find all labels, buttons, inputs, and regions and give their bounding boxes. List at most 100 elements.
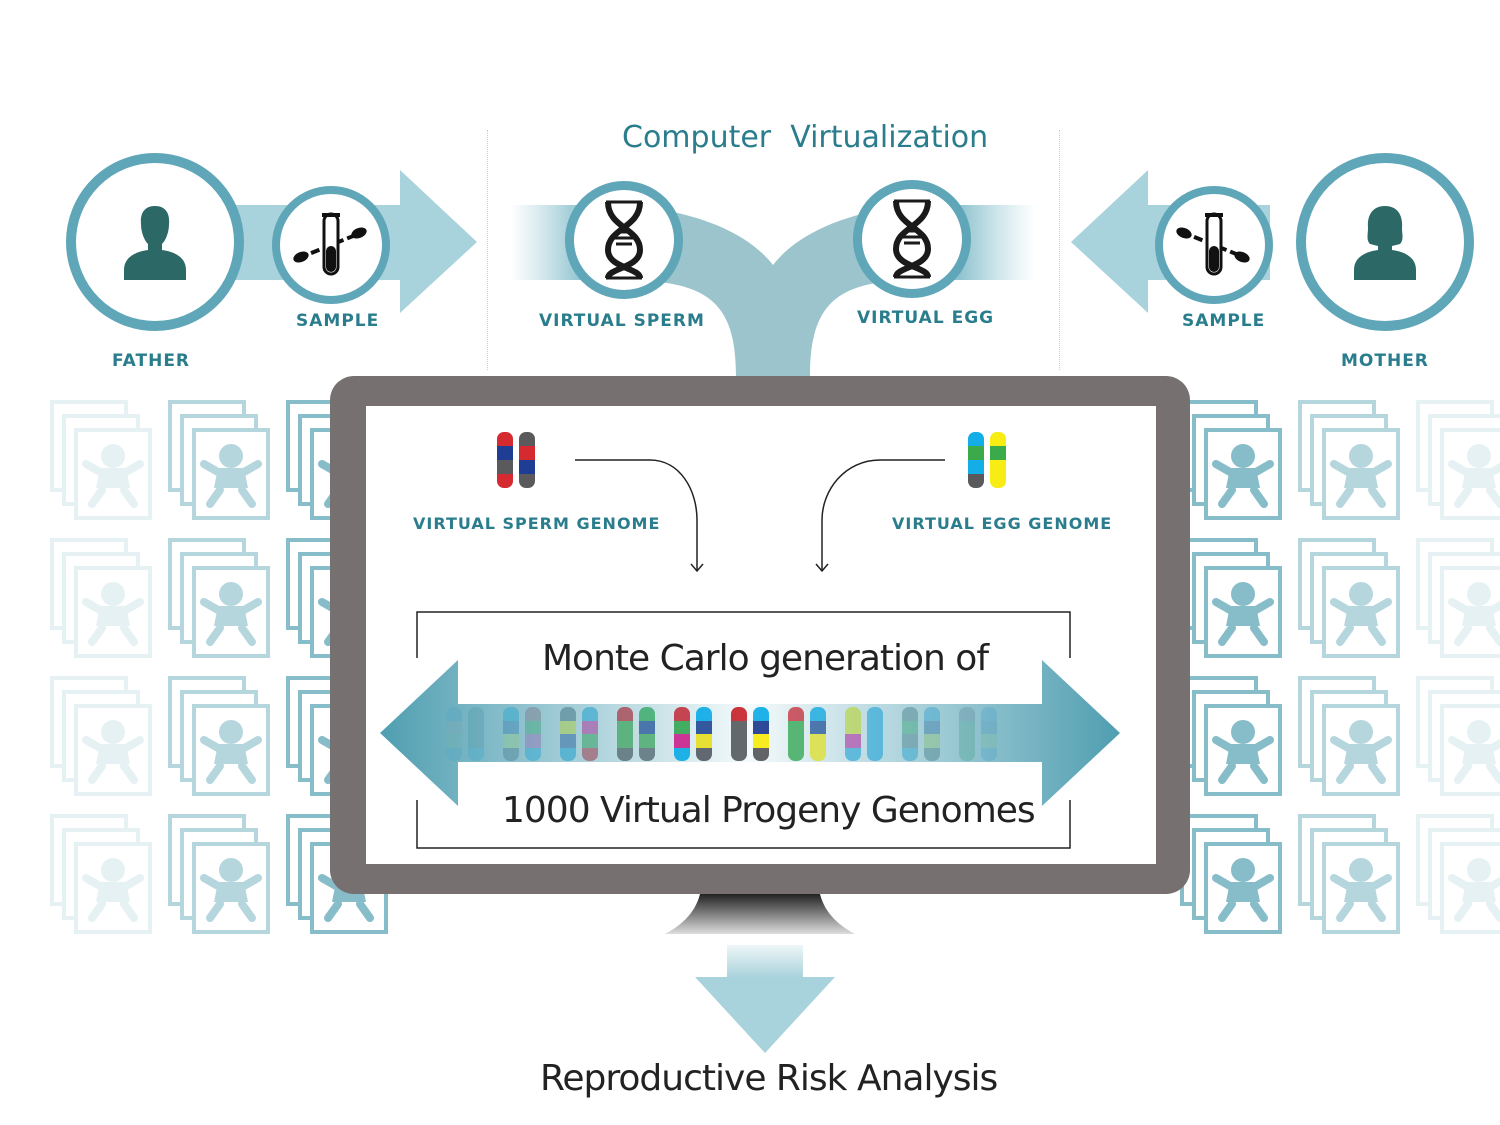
progeny-genome-pair bbox=[446, 707, 484, 761]
progeny-genome-pair bbox=[674, 707, 712, 761]
chromosome-band bbox=[503, 707, 519, 721]
chromosome-band bbox=[519, 474, 535, 488]
document-sheet bbox=[74, 428, 152, 520]
progeny-genome-pair bbox=[560, 707, 598, 761]
baby-icon bbox=[1212, 720, 1274, 784]
document-sheet bbox=[1204, 842, 1282, 934]
male-person-icon bbox=[124, 206, 186, 280]
document-sheet bbox=[74, 842, 152, 934]
chromosome bbox=[731, 707, 747, 761]
chromosome-band bbox=[639, 707, 655, 721]
chromosome bbox=[446, 707, 462, 761]
document-sheet bbox=[62, 690, 140, 782]
chromosome-band bbox=[497, 474, 513, 488]
father-label: FATHER bbox=[112, 351, 191, 371]
chromosome-band bbox=[674, 747, 690, 761]
progeny-genome-pair bbox=[845, 707, 883, 761]
chromosome bbox=[519, 432, 535, 488]
chromosome bbox=[639, 707, 655, 761]
chromosome-band bbox=[468, 747, 484, 761]
progeny-genome-pair bbox=[902, 707, 940, 761]
chromosome-band bbox=[902, 747, 918, 761]
chromosome-band bbox=[696, 720, 712, 734]
document-sheet bbox=[74, 566, 152, 658]
chromosome-band bbox=[990, 460, 1006, 474]
computer-virtualization-title: Computer Virtualization bbox=[622, 120, 989, 155]
chromosome-band bbox=[902, 734, 918, 748]
document-sheet bbox=[62, 414, 140, 506]
document-sheet bbox=[1310, 690, 1388, 782]
chromosome-band bbox=[810, 707, 826, 721]
document-sheet bbox=[1428, 690, 1500, 782]
monte-carlo-bracket bbox=[416, 611, 1071, 849]
document-sheet bbox=[1440, 566, 1500, 658]
chromosome-band bbox=[639, 720, 655, 734]
chromosome-band bbox=[525, 747, 541, 761]
progeny-genome-pair bbox=[959, 707, 997, 761]
chromosome-band bbox=[497, 432, 513, 446]
chromosome-band bbox=[468, 707, 484, 721]
chromosome-band bbox=[867, 707, 883, 721]
chromosome-band bbox=[867, 747, 883, 761]
chromosome-band bbox=[902, 707, 918, 721]
document-sheet bbox=[180, 552, 258, 644]
baby-icon bbox=[1212, 858, 1274, 922]
baby-icon bbox=[1448, 582, 1500, 646]
sperm-genome-label: VIRTUAL SPERM GENOME bbox=[413, 514, 661, 533]
chromosome bbox=[560, 707, 576, 761]
document-sheet bbox=[1322, 428, 1400, 520]
baby-icon bbox=[1448, 858, 1500, 922]
document-sheet bbox=[180, 828, 258, 920]
document-sheet bbox=[50, 538, 128, 630]
document-sheet bbox=[168, 400, 246, 492]
document-sheet bbox=[1298, 400, 1376, 492]
chromosome-band bbox=[845, 734, 861, 748]
chromosome-band bbox=[674, 707, 690, 721]
chromosome-band bbox=[560, 720, 576, 734]
chromosome-band bbox=[968, 460, 984, 474]
chromosome-band bbox=[810, 747, 826, 761]
test-tube-swab-icon bbox=[293, 212, 367, 276]
document-sheet bbox=[1322, 842, 1400, 934]
chromosome bbox=[696, 707, 712, 761]
mother-label: MOTHER bbox=[1341, 351, 1429, 371]
chromosome-band bbox=[788, 720, 804, 734]
document-sheet bbox=[192, 842, 270, 934]
chromosome bbox=[845, 707, 861, 761]
chromosome-band bbox=[468, 734, 484, 748]
chromosome-band bbox=[519, 460, 535, 474]
chromosome bbox=[810, 707, 826, 761]
document-sheet bbox=[1204, 704, 1282, 796]
chromosome-band bbox=[696, 707, 712, 721]
chromosome-band bbox=[788, 707, 804, 721]
chromosome-band bbox=[617, 734, 633, 748]
baby-icon bbox=[1448, 444, 1500, 508]
document-sheet bbox=[1440, 704, 1500, 796]
chromosome-band bbox=[902, 720, 918, 734]
document-sheet bbox=[1204, 428, 1282, 520]
monte-carlo-line2: 1000 Virtual Progeny Genomes bbox=[502, 790, 1036, 831]
chromosome-band bbox=[959, 734, 975, 748]
female-person-icon bbox=[1354, 206, 1416, 280]
chromosome-band bbox=[968, 474, 984, 488]
chromosome-band bbox=[560, 707, 576, 721]
separator-left bbox=[487, 130, 488, 370]
chromosome-band bbox=[582, 734, 598, 748]
progeny-genome-pair bbox=[788, 707, 826, 761]
document-sheet bbox=[1310, 828, 1388, 920]
chromosome-band bbox=[525, 720, 541, 734]
chromosome-band bbox=[525, 734, 541, 748]
baby-icon bbox=[1212, 582, 1274, 646]
chromosome bbox=[867, 707, 883, 761]
chromosome-band bbox=[845, 747, 861, 761]
virtual-egg-label: VIRTUAL EGG bbox=[857, 308, 995, 328]
document-sheet bbox=[1416, 400, 1494, 492]
chromosome bbox=[902, 707, 918, 761]
document-sheet bbox=[1440, 428, 1500, 520]
chromosome-band bbox=[519, 432, 535, 446]
document-sheet bbox=[50, 676, 128, 768]
document-sheet bbox=[180, 690, 258, 782]
chromosome bbox=[924, 707, 940, 761]
mother-sample-label: SAMPLE bbox=[1182, 311, 1266, 331]
sperm-connector bbox=[575, 459, 698, 570]
